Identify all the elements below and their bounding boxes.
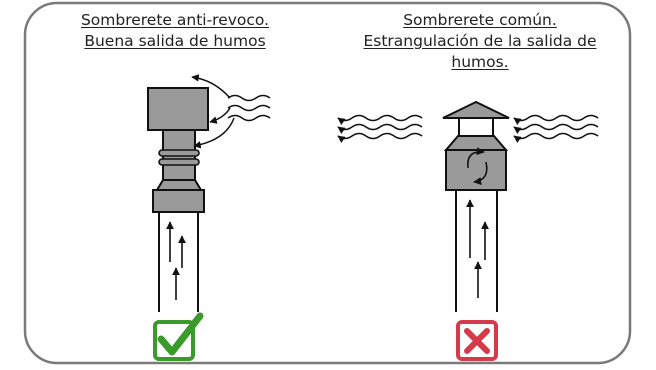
swirl-arrow bbox=[467, 147, 485, 169]
deflected-air-arrow bbox=[209, 107, 231, 124]
anti-revoco-cap-taper bbox=[155, 179, 203, 191]
wind-line bbox=[227, 104, 271, 112]
anti-revoco-cap-collar bbox=[158, 149, 200, 157]
cross-mark-icon bbox=[456, 320, 498, 361]
check-mark-icon bbox=[153, 312, 204, 361]
common-cap-caption-line3: humos. bbox=[451, 53, 509, 71]
anti-revoco-caption: Sombrerete anti-revoco. Buena salida de … bbox=[55, 10, 295, 52]
common-cap-body-top bbox=[443, 135, 509, 151]
anti-revoco-chimney bbox=[147, 74, 271, 312]
common-cap-caption-line2: Estrangulación de la salida de bbox=[363, 32, 597, 50]
anti-revoco-cap-collar-2 bbox=[158, 158, 200, 166]
wind-line bbox=[337, 114, 423, 125]
deflected-air-arrow bbox=[193, 117, 235, 149]
common-cap-caption: Sombrerete común. Estrangulación de la s… bbox=[330, 10, 630, 73]
anti-revoco-cap-head bbox=[147, 87, 209, 131]
anti-revoco-caption-line1: Sombrerete anti-revoco. bbox=[80, 11, 270, 29]
wind-line bbox=[227, 94, 271, 102]
wind-line bbox=[513, 114, 599, 125]
anti-revoco-cap-base bbox=[152, 189, 205, 213]
common-cap-caption-line1: Sombrerete común. bbox=[403, 11, 557, 29]
common-cap-body bbox=[445, 149, 507, 191]
wind-line bbox=[337, 123, 423, 134]
common-cap-roof bbox=[442, 100, 510, 119]
swirl-arrow bbox=[473, 161, 488, 186]
anti-revoco-caption-line2: Buena salida de humos bbox=[84, 32, 266, 50]
outer-frame bbox=[23, 1, 632, 365]
wind-line bbox=[513, 123, 599, 134]
wind-line bbox=[337, 132, 423, 143]
wind-line bbox=[513, 132, 599, 143]
deflected-air-arrow bbox=[191, 74, 231, 99]
wind-line bbox=[227, 114, 271, 122]
common-cap-chimney bbox=[337, 100, 599, 312]
